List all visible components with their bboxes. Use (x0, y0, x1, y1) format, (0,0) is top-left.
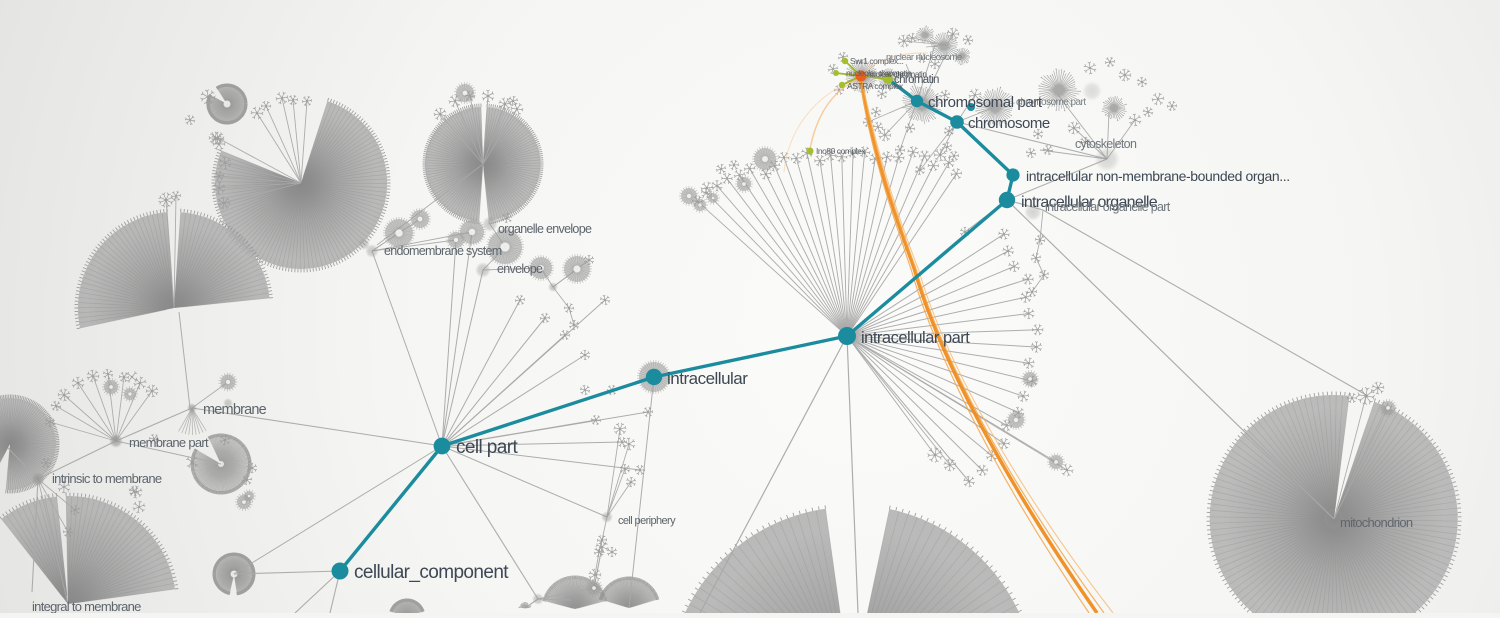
svg-text:chromatin: chromatin (894, 74, 939, 86)
svg-text:ASTRA complex: ASTRA complex (847, 81, 904, 91)
svg-text:endomembrane system: endomembrane system (384, 244, 502, 258)
svg-text:intracellular organelle part: intracellular organelle part (1045, 200, 1171, 214)
svg-text:organelle envelope: organelle envelope (498, 222, 592, 236)
svg-text:mitochondrion: mitochondrion (1340, 515, 1413, 530)
svg-text:intracellular part: intracellular part (861, 329, 970, 347)
svg-text:cellular_component: cellular_component (354, 562, 509, 583)
svg-text:chromosomal part: chromosomal part (928, 94, 1043, 111)
svg-text:Ino80 complex: Ino80 complex (816, 146, 866, 156)
svg-text:membrane: membrane (203, 402, 267, 418)
svg-text:integral to membrane: integral to membrane (32, 599, 141, 613)
svg-text:intracellular non-membrane-bou: intracellular non-membrane-bounded organ… (1026, 168, 1290, 184)
svg-text:cell part: cell part (456, 437, 518, 458)
svg-text:membrane part: membrane part (129, 435, 209, 450)
svg-text:nuclear nucleosome: nuclear nucleosome (886, 52, 962, 63)
svg-text:Swr1 complex...: Swr1 complex... (850, 56, 904, 66)
svg-text:intracellular organelle: intracellular organelle (1021, 194, 1158, 211)
svg-text:cell periphery: cell periphery (618, 515, 676, 527)
svg-text:nucleolar chromatin: nucleolar chromatin (846, 68, 912, 78)
svg-text:intrinsic to membrane: intrinsic to membrane (52, 471, 162, 486)
svg-text:cytoskeleton: cytoskeleton (1075, 137, 1137, 151)
svg-text:chromosome: chromosome (968, 115, 1050, 132)
svg-text:intracellular: intracellular (667, 369, 748, 388)
svg-text:chromosome part: chromosome part (1016, 97, 1086, 108)
svg-text:envelope: envelope (497, 262, 543, 276)
svg-text:nuclear chromatin: nuclear chromatin (867, 69, 927, 79)
